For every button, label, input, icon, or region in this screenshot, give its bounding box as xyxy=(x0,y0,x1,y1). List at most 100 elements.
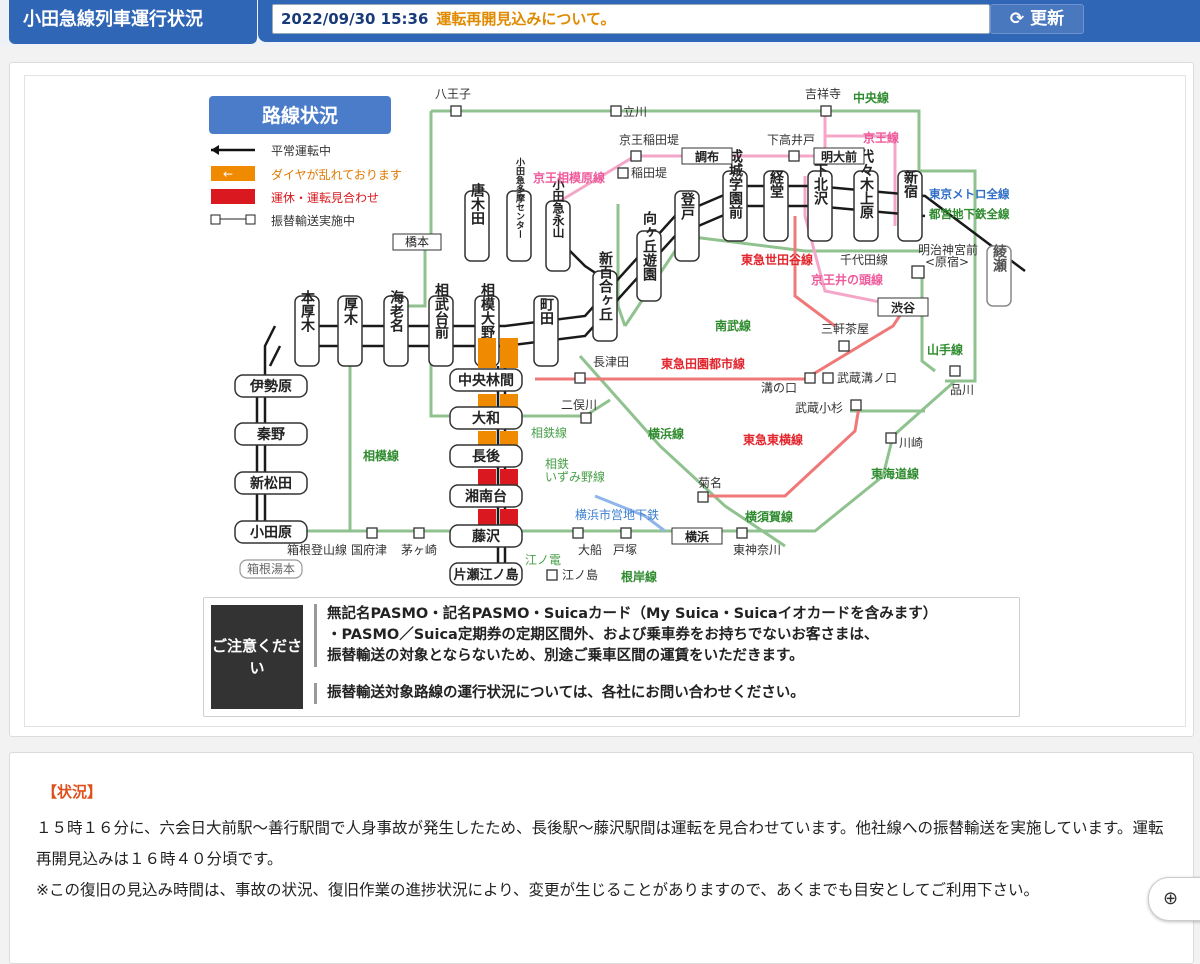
label-kichijoji: 吉祥寺 xyxy=(805,87,841,101)
notice-line-3: 振替輸送の対象とならないため、別途ご乗車区間の運賃をいただきます。 xyxy=(327,648,804,664)
refresh-label: 更新 xyxy=(1030,9,1065,29)
label-kikuna: 菊名 xyxy=(698,475,722,490)
line-sotetsu-izumino: 相鉄 xyxy=(545,456,569,471)
station-hadano: 秦野 xyxy=(256,426,285,443)
station-hon-atsugi: 本厚木 xyxy=(299,289,316,333)
legend-suspended: 運休・運転見合わせ xyxy=(271,190,379,205)
station-atsugi: 厚木 xyxy=(342,297,359,326)
notice-box: ご注意ください 無記名PASMO・記名PASMO・Suicaカード（My Sui… xyxy=(203,597,1020,717)
line-sagami: 相模線 xyxy=(363,448,399,463)
station-kyodo: 経堂 xyxy=(768,169,784,198)
tokyu-lines xyxy=(535,216,907,498)
subway-line xyxy=(594,494,666,533)
line-nambu: 南武線 xyxy=(715,318,751,333)
legend-transfer: 振替輸送実施中 xyxy=(271,213,355,228)
station-karakida: 唐木田 xyxy=(469,182,486,226)
label-shinagawa: 品川 xyxy=(950,383,974,397)
line-sotetsu: 相鉄線 xyxy=(531,425,567,440)
station-shinyurigaoka: 新百合ヶ丘 xyxy=(597,250,613,321)
station-machida: 町田 xyxy=(538,297,554,326)
globe-icon: ⊕ xyxy=(1163,888,1179,909)
line-toyoko: 東急東横線 xyxy=(743,432,803,447)
line-tokaido: 東海道線 xyxy=(871,466,919,481)
station-nagayama: 小田急永山 xyxy=(551,177,565,239)
jr-lines xyxy=(275,109,977,548)
label-musashi-mizonokuchi: 武蔵溝ノ口 xyxy=(837,371,897,385)
stations-horizontal: 中央林間 大和 長後 湘南台 藤沢 片瀬江ノ島 伊勢原 秦野 新松田 小田原 xyxy=(234,147,929,586)
station-yoyogi-uehara: 代々木上原 xyxy=(858,148,875,220)
station-sagami-otsuka: 相武台前 xyxy=(433,282,449,340)
station-shinjuku: 新宿 xyxy=(902,169,918,199)
station-fujisawa: 藤沢 xyxy=(472,528,501,545)
station-seijo: 成城学園前 xyxy=(727,148,743,220)
refresh-icon: ⟳ xyxy=(1009,9,1025,29)
station-ebina: 海老名 xyxy=(388,289,404,333)
station-chofu: 調布 xyxy=(695,149,719,164)
station-hakone: 箱根湯本 xyxy=(247,561,295,576)
label-inadazutsumi: 稲田堤 xyxy=(631,166,667,180)
status-panel: 【状況】 １５時１６分に、六会日大前駅〜善行駅間で人身事故が発生したため、長後駅… xyxy=(9,752,1194,964)
notice-badge: ご注意ください xyxy=(211,605,303,709)
status-note: ※この復旧の見込み時間は、事故の状況、復旧作業の進捗状況により、変更が生じること… xyxy=(36,881,1039,899)
station-meidaimae: 明大前 xyxy=(821,149,857,164)
label-kawasaki: 川崎 xyxy=(899,436,923,450)
station-shimokitazawa: 下北沢 xyxy=(812,163,828,206)
line-subway: 横浜市営地下鉄 xyxy=(575,507,659,522)
notice-line-1: 無記名PASMO・記名PASMO・Suicaカード（My Suica・Suica… xyxy=(327,606,938,622)
label-sangenjaya: 三軒茶屋 xyxy=(821,321,869,336)
svg-text:←: ← xyxy=(223,167,233,181)
station-hashimoto: 橋本 xyxy=(405,235,429,249)
label-mizonokuchi: 溝の口 xyxy=(761,381,797,395)
translate-button[interactable]: ⊕ xyxy=(1148,877,1200,921)
station-shin-matsuda: 新松田 xyxy=(250,475,292,492)
line-toei: 都営地下鉄全線 xyxy=(928,207,1010,221)
label-enoshima: 江ノ島 xyxy=(562,567,598,582)
line-chiyoda: 千代田線 xyxy=(840,252,888,267)
station-yamato: 大和 xyxy=(472,410,500,427)
line-negishi: 根岸線 xyxy=(621,569,657,584)
label-totsuka: 戸塚 xyxy=(613,543,637,557)
label-meiji-jingumae: 明治神宮前 xyxy=(918,242,978,257)
line-yokohama: 横浜線 xyxy=(648,426,684,441)
status-body: １５時１６分に、六会日大前駅〜善行駅間で人身事故が発生したため、長後駅〜藤沢駅間… xyxy=(36,819,1164,868)
route-map-svg: 路線状況 平常運転中 ← ダイヤが乱れております 運休・運転見合わせ 振替輸送実… xyxy=(209,87,1026,586)
ticker-message[interactable]: 運転再開見込みについて。 xyxy=(436,10,616,28)
line-inokashira: 京王井の頭線 xyxy=(811,272,883,287)
label-harajuku: <原宿> xyxy=(925,254,969,269)
notice-text-1: 無記名PASMO・記名PASMO・Suicaカード（My Suica・Suica… xyxy=(314,604,1027,667)
notice-text-2: 振替輸送対象路線の運行状況については、各社にお問い合わせください。 xyxy=(314,683,1027,704)
line-izumino: いずみ野線 xyxy=(545,469,605,484)
map-heading: 路線状況 xyxy=(262,104,338,127)
station-chuo-rinkan: 中央林間 xyxy=(458,372,514,389)
legend: 平常運転中 ← ダイヤが乱れております 運休・運転見合わせ 振替輸送実施中 xyxy=(210,143,402,228)
label-chigasaki: 茅ヶ崎 xyxy=(401,543,437,557)
label-hachioji: 八王子 xyxy=(435,87,471,101)
label-kozu: 国府津 xyxy=(351,542,387,557)
refresh-button[interactable]: ⟳ 更新 xyxy=(990,4,1084,34)
map-labels: 八王子 立川 吉祥寺 京王稲田堤 稲田堤 下高井戸 長津田 二俣川 溝の口 武蔵… xyxy=(287,87,1010,584)
station-odawara: 小田原 xyxy=(250,525,292,541)
station-chogo: 長後 xyxy=(472,448,501,465)
label-ofuna: 大船 xyxy=(578,543,602,557)
line-sagamihara: 京王相模原線 xyxy=(533,170,605,185)
transfer-stations xyxy=(366,105,961,581)
station-noborito: 登戸 xyxy=(679,191,696,221)
line-keio: 京王線 xyxy=(863,130,899,145)
label-nagatsuta: 長津田 xyxy=(593,355,629,369)
station-shonandai: 湘南台 xyxy=(465,488,507,505)
station-ayase: 綾瀬 xyxy=(991,243,1007,273)
station-shibuya: 渋谷 xyxy=(891,300,916,315)
label-shimotakaido: 下高井戸 xyxy=(767,132,815,147)
stations-vertical: 本厚木 厚木 海老名 相武台前 相模大野 町田 新百合ヶ丘 向ヶ丘遊園 登戸 成… xyxy=(294,148,1012,367)
line-tokyu-setagaya: 東急世田谷線 xyxy=(741,252,813,267)
page-title: 小田急線列車運行状況 xyxy=(9,0,257,44)
line-denentoshi: 東急田園都市線 xyxy=(661,356,745,371)
station-mukogaoka: 向ヶ丘遊園 xyxy=(641,210,657,282)
legend-normal: 平常運転中 xyxy=(271,143,331,158)
line-metro: 東京メトロ全線 xyxy=(929,187,1010,201)
label-keio-inadazutsumi: 京王稲田堤 xyxy=(619,133,679,147)
station-yokohama: 横浜 xyxy=(685,529,709,544)
